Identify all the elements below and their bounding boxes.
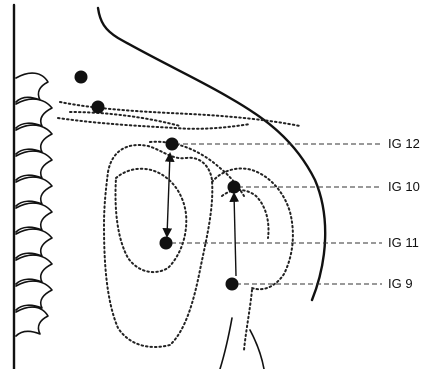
vertebra: [16, 203, 52, 232]
acupoint-ig11: [160, 237, 173, 250]
vertebra: [16, 73, 48, 102]
spine-of-scapula-outline: [58, 118, 250, 129]
label-ig12: IG 12: [388, 136, 420, 151]
label-ig9: IG 9: [388, 276, 413, 291]
vertebra: [16, 125, 52, 154]
spine: [14, 5, 52, 369]
vertebrae: [16, 73, 52, 336]
vertebra: [16, 229, 52, 258]
humerus-outline: [244, 290, 252, 350]
muscle-outline: [70, 112, 180, 126]
fossa-outline: [116, 169, 187, 272]
acupoint-upper-back: [92, 101, 105, 114]
shoulder-outline: [98, 8, 325, 300]
vertebra: [16, 151, 52, 180]
vertebra: [16, 177, 52, 206]
arrow-ig9-ig10: [234, 194, 236, 276]
vertebra: [16, 99, 52, 128]
joint-outline: [222, 190, 269, 238]
vertebra: [16, 307, 48, 336]
acupoint-neck: [75, 71, 88, 84]
acupoint-ig12: [166, 138, 179, 151]
label-ig10: IG 10: [388, 179, 420, 194]
arrow-ig12-ig11: [167, 154, 170, 236]
vertebra: [16, 255, 52, 284]
arm-line: [220, 318, 232, 369]
label-ig11: IG 11: [388, 235, 419, 250]
acupoint-ig10: [228, 181, 241, 194]
acupoint-ig9: [226, 278, 239, 291]
vertebra: [16, 281, 52, 310]
arm-line: [250, 330, 264, 369]
